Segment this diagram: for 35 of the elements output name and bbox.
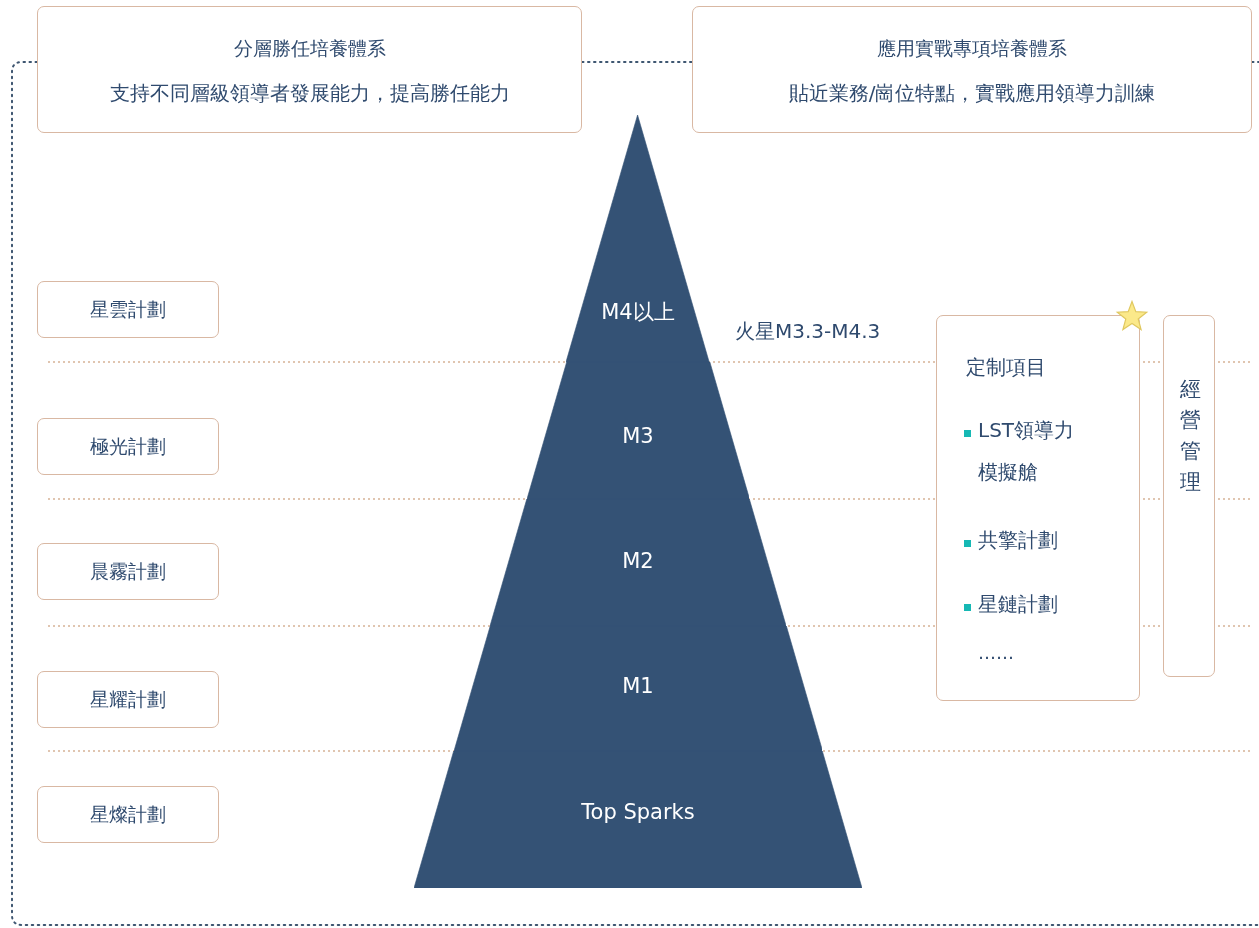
program-name: 極光計劃: [89, 434, 167, 459]
program-name: 星雲計劃: [89, 297, 167, 322]
project-card: [936, 315, 1140, 701]
level-text: M4以上: [600, 299, 676, 326]
program-box: [37, 418, 219, 475]
level-text: Top Sparks: [580, 800, 696, 824]
level-text: M1: [621, 674, 655, 698]
subtitle-text: 支持不同層級領導者發展能力，提高勝任能力: [108, 80, 511, 107]
pyramid-band: [489, 499, 787, 626]
pyramid-band: [414, 751, 862, 888]
pyramid-band: [526, 362, 750, 499]
vertical-label-box: [1163, 315, 1215, 677]
program-box: [37, 786, 219, 843]
program-name: 晨霧計劃: [89, 559, 167, 584]
level-text: M2: [621, 549, 655, 573]
list-item-text: LST領導力模擬艙: [978, 417, 1076, 486]
pyramid-band: [566, 115, 710, 362]
heading-text: 應用實戰專項培養體系: [876, 36, 1068, 61]
pyramid-band: [453, 626, 823, 751]
header-box: [37, 6, 582, 133]
program-box: [37, 281, 219, 338]
program-box: [37, 671, 219, 728]
annotation-text: 火星M3.3-M4.3: [735, 318, 881, 345]
level-text: M3: [621, 424, 655, 448]
list-item-text: 星鏈計劃: [978, 591, 1059, 618]
header-box: [692, 6, 1252, 133]
program-name: 星耀計劃: [89, 687, 167, 712]
program-box: [37, 543, 219, 600]
subtitle-text: 貼近業務/崗位特點，實戰應用領導力訓練: [787, 80, 1157, 107]
program-name: 星燦計劃: [89, 802, 167, 827]
vertical-text: 經營管理: [1178, 376, 1202, 496]
heading-text: 分層勝任培養體系: [232, 36, 387, 61]
card-title: 定制項目: [966, 354, 1046, 381]
list-item-text: 共擎計劃: [978, 527, 1059, 554]
list-item-text: ……: [978, 642, 1014, 663]
